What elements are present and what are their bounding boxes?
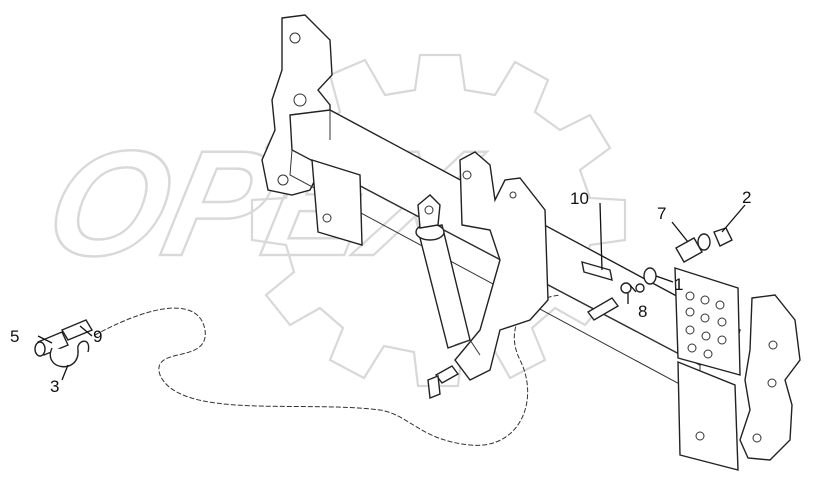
- right-mount-plate: [739, 294, 801, 461]
- center-bracket: [454, 151, 549, 381]
- callout-1: 1: [674, 275, 683, 294]
- callout-9: 9: [93, 327, 102, 346]
- fittings: [427, 227, 733, 399]
- callouts: 10 2 7 1 8 5 9 3: [10, 188, 751, 396]
- cap-2: [713, 227, 733, 247]
- o-ring-1: [643, 267, 657, 285]
- callout-8: 8: [638, 302, 647, 321]
- callout-3: 3: [50, 377, 59, 396]
- callout-7: 7: [657, 204, 666, 223]
- callout-2: 2: [742, 188, 751, 207]
- o-ring-7: [697, 233, 711, 251]
- leader-lines: [37, 202, 746, 381]
- coupler-9: [60, 319, 94, 341]
- callout-5: 5: [10, 327, 19, 346]
- lower-right-plate: [677, 360, 739, 471]
- bolt-lower: [586, 297, 620, 321]
- dust-cap-3: [49, 340, 90, 368]
- lower-left-plate: [311, 159, 363, 246]
- washer-8: [620, 282, 632, 294]
- quick-coupler: [34, 319, 94, 368]
- bolt-10: [581, 261, 613, 281]
- watermark-gear: [250, 53, 627, 388]
- callout-10: 10: [570, 189, 589, 208]
- hydraulic-hose: [94, 294, 561, 446]
